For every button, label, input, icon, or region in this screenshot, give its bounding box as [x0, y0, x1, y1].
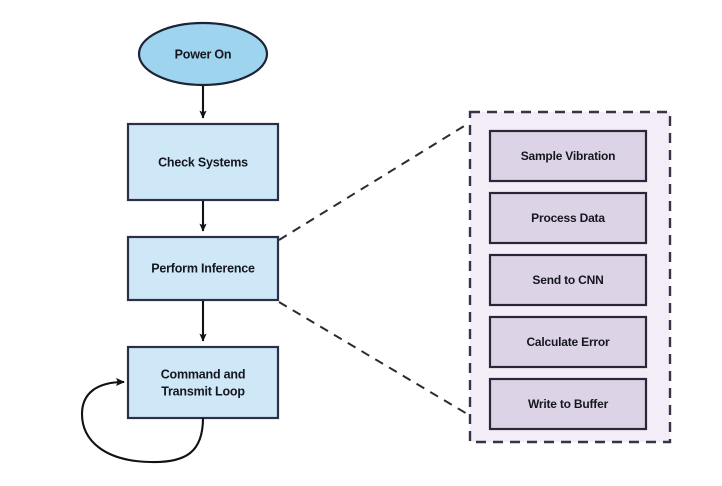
- node-label-command-loop-line2: Transmit Loop: [161, 384, 245, 398]
- detail-step-box[interactable]: [488, 377, 648, 431]
- main-flow: Power On Check Systems Perform Inference…: [80, 21, 280, 464]
- detail-step-label: Send to CNN: [532, 273, 603, 287]
- node-label-perform-inference: Perform Inference: [151, 261, 255, 275]
- node-shape-rect[interactable]: [126, 345, 280, 420]
- node-power-on[interactable]: Power On: [137, 21, 269, 87]
- detail-step-send-to-cnn[interactable]: Send to CNN: [488, 253, 648, 307]
- node-label-power-on: Power On: [175, 47, 232, 61]
- detail-step-box[interactable]: [488, 129, 648, 183]
- detail-step-box[interactable]: [488, 191, 648, 245]
- detail-step-sample-vibration[interactable]: Sample Vibration: [488, 129, 648, 183]
- detail-step-process-data[interactable]: Process Data: [488, 191, 648, 245]
- node-label-check-systems: Check Systems: [158, 155, 248, 169]
- detail-step-label: Calculate Error: [526, 335, 610, 349]
- detail-step-label: Process Data: [531, 211, 605, 225]
- edge-command-loop-self-loop: [80, 378, 205, 464]
- node-check-systems[interactable]: Check Systems: [126, 122, 280, 202]
- node-label-command-loop-line1: Command and: [161, 367, 246, 381]
- node-command-transmit-loop[interactable]: Command and Transmit Loop: [126, 345, 280, 420]
- expansion-connector-top: [278, 122, 470, 241]
- detail-step-label: Write to Buffer: [528, 397, 609, 411]
- node-shape-rect[interactable]: [126, 122, 280, 202]
- detail-step-box[interactable]: [488, 315, 648, 369]
- detail-step-box[interactable]: [488, 253, 648, 307]
- detail-group-panel: Sample Vibration Process Data Send to CN…: [468, 110, 672, 444]
- detail-step-label: Sample Vibration: [521, 149, 616, 163]
- detail-step-calculate-error[interactable]: Calculate Error: [488, 315, 648, 369]
- node-shape-rect[interactable]: [126, 235, 280, 302]
- expansion-connector-bottom: [278, 301, 470, 416]
- node-shape-ellipse[interactable]: [137, 21, 269, 87]
- node-perform-inference[interactable]: Perform Inference: [126, 235, 280, 302]
- detail-step-write-to-buffer[interactable]: Write to Buffer: [488, 377, 648, 431]
